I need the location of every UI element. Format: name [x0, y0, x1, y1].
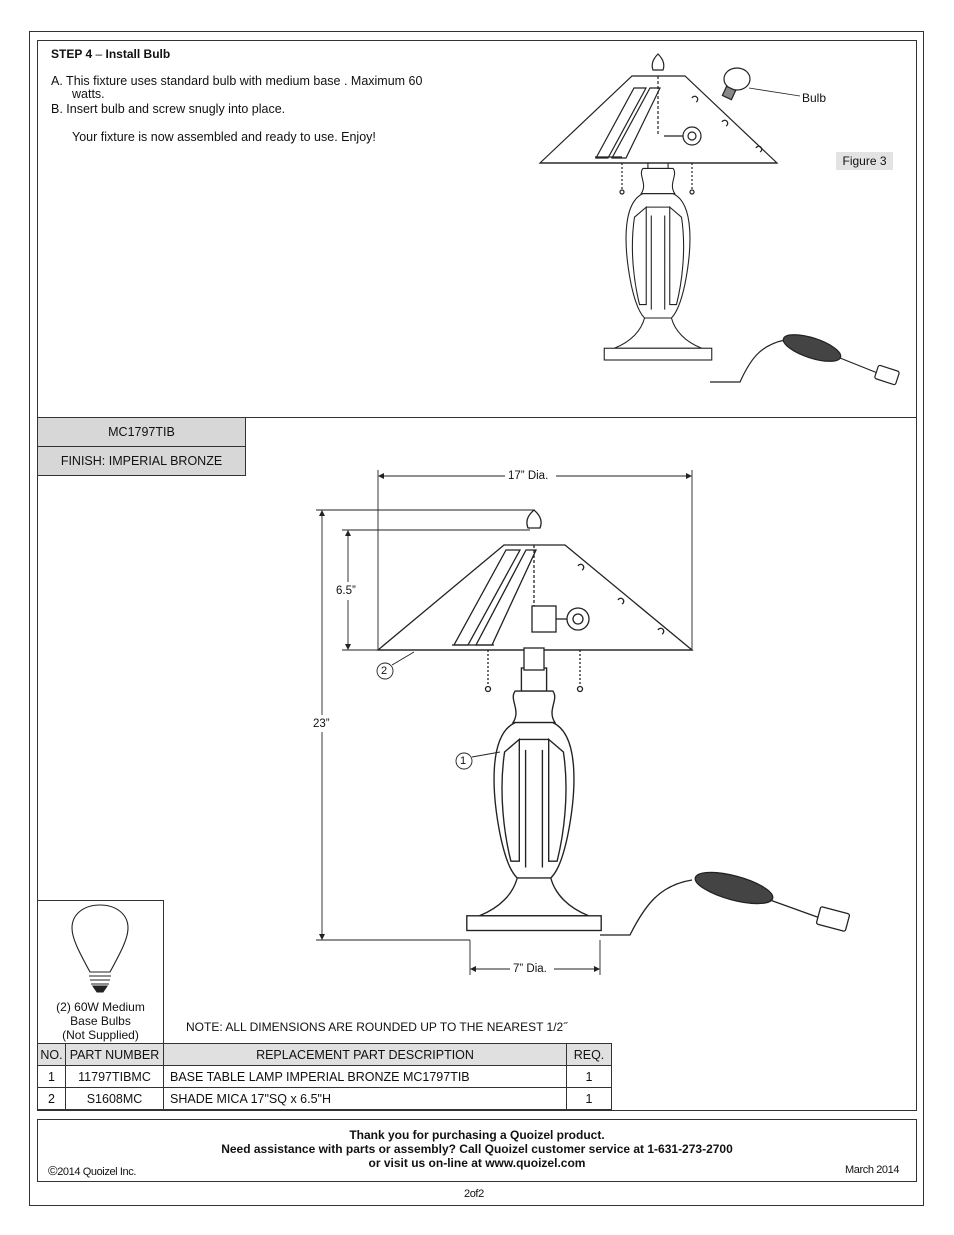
main-lamp [466, 667, 602, 932]
footer-assistance: Need assistance with parts or assembly? … [221, 1142, 733, 1156]
footer-date: March 2014 [845, 1164, 900, 1176]
table-row: 2 S1608MC SHADE MICA 17"SQ x 6.5"H 1 [37, 1087, 612, 1110]
instruction-b: B. Insert bulb and screw snugly into pla… [51, 102, 286, 116]
bulb-label: Bulb [802, 91, 827, 105]
base-diameter-label: 7” Dia. [513, 963, 547, 975]
instruction-a: A. This fixture uses standard bulb with … [51, 74, 423, 88]
header-description: REPLACEMENT PART DESCRIPTION [163, 1043, 567, 1066]
figure3-lamp [603, 149, 713, 361]
table-header: NO. PART NUMBER REPLACEMENT PART DESCRIP… [37, 1043, 612, 1066]
row1-no: 1 [37, 1065, 66, 1088]
product-panel [37, 417, 917, 1111]
header-no: NO. [37, 1043, 66, 1066]
footer-box [37, 1119, 917, 1182]
instruction-a-cont: watts. [72, 87, 105, 101]
callout-2: 2 [381, 665, 388, 677]
figure-label: Figure 3 [836, 152, 893, 170]
row2-description: SHADE MICA 17"SQ x 6.5"H [163, 1087, 567, 1110]
finish-label: FINISH: IMPERIAL BRONZE [37, 446, 246, 476]
shade-diameter-label: 17” Dia. [508, 470, 549, 482]
footer-website: or visit us on-line at www.quoizel.com [368, 1156, 586, 1170]
row2-no: 2 [37, 1087, 66, 1110]
row2-part-number: S1608MC [65, 1087, 164, 1110]
page-number: 2of2 [464, 1188, 484, 1200]
shade-height-label: 6.5” [336, 585, 356, 597]
dimension-note: NOTE: ALL DIMENSIONS ARE ROUNDED UP TO T… [186, 1020, 568, 1034]
instruction-c: Your fixture is now assembled and ready … [72, 130, 376, 144]
bulb-caption: (2) 60W Medium Base Bulbs (Not Supplied) [56, 1000, 145, 1042]
header-req: REQ. [566, 1043, 612, 1066]
page-border [29, 31, 924, 1206]
footer-thanks: Thank you for purchasing a Quoizel produ… [349, 1128, 605, 1142]
copyright-icon: © [48, 1163, 58, 1178]
total-height-label: 23” [313, 718, 330, 730]
copyright: ©2014 Quoizel Inc. [48, 1163, 136, 1179]
table-row: 1 11797TIBMC BASE TABLE LAMP IMPERIAL BR… [37, 1065, 612, 1088]
row2-req: 1 [566, 1087, 612, 1110]
bulb-illustration [71, 904, 129, 993]
row1-req: 1 [566, 1065, 612, 1088]
step-title: STEP 4 – Install Bulb [51, 47, 171, 61]
parts-table: NO. PART NUMBER REPLACEMENT PART DESCRIP… [37, 1043, 612, 1110]
row1-part-number: 11797TIBMC [65, 1065, 164, 1088]
row1-description: BASE TABLE LAMP IMPERIAL BRONZE MC1797TI… [163, 1065, 567, 1088]
callout-1: 1 [460, 755, 467, 767]
header-part-number: PART NUMBER [65, 1043, 164, 1066]
